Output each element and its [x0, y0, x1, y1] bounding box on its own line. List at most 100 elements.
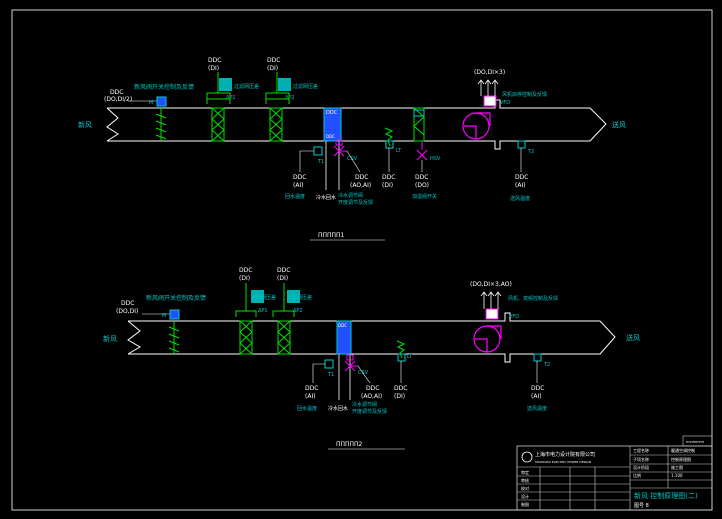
upper-low-temp-ddc: DDC: [382, 174, 395, 181]
upper-t1-note: 回水温度: [285, 193, 305, 200]
lower-fan-arrows: [480, 291, 502, 309]
lower-damper-blades: [168, 321, 180, 354]
upper-inlet-break: [106, 107, 119, 142]
lower-damper-ddc: DDC: [121, 300, 134, 307]
upper-humidifier-box: [413, 109, 425, 117]
upper-filter2-ddc-io: (DI): [267, 65, 278, 72]
lower-t1-leader: [312, 363, 325, 383]
upper-filter2-ddc: DDC: [267, 57, 280, 64]
upper-valve2-tag: HSV: [430, 156, 441, 162]
upper-pump-note: 冷水回水: [316, 194, 336, 201]
lower-t1-note: 回水温度: [297, 405, 317, 412]
lower-filter1-ddc: DDC: [239, 267, 252, 274]
lower-supply-tag: T2: [543, 362, 550, 368]
title-row-left-4: 制图: [521, 501, 529, 507]
upper-t1-leader: [299, 150, 314, 172]
title-row-right-0: 暖通空调控制: [671, 447, 695, 453]
upper-valve2-note: 加湿阀开关: [412, 193, 437, 200]
lower-t1-sensor: [324, 359, 334, 369]
upper-valve1-sub: 开度调节及反馈: [338, 199, 373, 206]
upper-humidifier-media: [413, 107, 425, 142]
lower-fan-blade: [475, 325, 502, 352]
lower-filter2-tag: ΔP2: [293, 308, 303, 314]
upper-filter1-media: [211, 107, 225, 142]
upper-valve1-ddc-io: (AO,AI): [350, 182, 371, 189]
title-block-tab: [682, 435, 713, 447]
lower-low-temp-ddc-io: (DI): [394, 393, 405, 400]
lower-filter2-ddc-io: (DI): [277, 275, 288, 282]
upper-filter1-note-box: [219, 78, 232, 91]
upper-filter1-tag: ΔP1: [226, 95, 236, 101]
lower-t1-ddc: DDC: [305, 385, 318, 392]
upper-diagram: 新风 送风 DDC (DO,DI/2) 新风阀开关控制及反馈 M DDC (DI…: [78, 57, 626, 241]
lower-supply-sensor: [533, 353, 542, 362]
upper-inlet-label: 新风: [78, 120, 92, 129]
upper-valve1-leader: [346, 150, 361, 173]
upper-outlet-label: 送风: [612, 120, 626, 129]
upper-fan-note: 风机启停控制及反馈: [502, 91, 547, 98]
title-row-left-1: 审核: [521, 477, 529, 483]
upper-supply-ddc-io: (AI): [515, 182, 526, 189]
upper-t1-ddc-io: (AI): [293, 182, 304, 189]
lower-valve1-actuator: [346, 354, 354, 361]
upper-damper-ddc-io: (DO,DI/2): [104, 96, 132, 103]
lower-fan-tag: VFD: [509, 314, 519, 320]
drawing-title: 新风 控制原理图(二): [634, 491, 698, 500]
upper-filter2-tag: ΔP2: [285, 95, 295, 101]
upper-supply-tag: T2: [527, 149, 534, 155]
upper-t1-sensor: [313, 146, 323, 156]
title-row-left-3: 设计: [521, 493, 529, 499]
lower-filter2-ddc: DDC: [277, 267, 290, 274]
upper-cw-pipes: [325, 141, 340, 190]
lower-damper-actuator: [169, 309, 180, 320]
upper-low-temp-box: [385, 140, 394, 149]
upper-fan-tag: VFD: [500, 100, 510, 106]
title-row-left-2: 校对: [521, 485, 529, 491]
lower-vfd-box: [485, 308, 499, 320]
upper-coil-label: DDC: [326, 110, 338, 116]
company-name-en: SHANGHAI ELECTRIC POWER DESIGN: [535, 460, 591, 464]
lower-low-temp-box: [397, 353, 406, 362]
upper-valve1-actuator: [335, 139, 343, 146]
lower-fan-ddc: (DO,DI×3,AO): [470, 281, 512, 288]
lower-filter2-sensor: [272, 283, 295, 317]
lower-filter1-ddc-io: (DI): [239, 275, 250, 282]
upper-low-temp-tag: LT: [396, 148, 402, 154]
upper-damper-ddc: DDC: [110, 89, 123, 96]
upper-t1-tag: T1: [317, 159, 324, 165]
lower-valve1-note: 冷水调节阀: [352, 401, 377, 408]
upper-filter1-note: 过滤网压差: [234, 83, 259, 90]
title-row-mid-2: 设计阶段: [633, 464, 649, 470]
upper-caption: ΠΠΠΠΠ1: [318, 232, 345, 239]
lower-valve1-sub: 开度调节及反馈: [352, 408, 387, 415]
lower-valve1-ddc: DDC: [366, 385, 379, 392]
upper-cooling-coil: [323, 107, 342, 142]
lower-diagram: 新风 送风 DDC (DO,DI) 新风阀开关控制及反馈 M DDC (DI) …: [103, 267, 640, 450]
lower-damper-tag: M: [162, 313, 166, 319]
lower-filter1-media: [239, 320, 253, 355]
upper-valve2-ddc-io: (DO): [415, 182, 429, 189]
title-row-right-3: 1:100: [671, 473, 683, 478]
lower-inlet-break: [127, 320, 141, 355]
title-row-mid-3: 比例: [633, 472, 641, 478]
lower-valve1: [344, 360, 358, 372]
lower-damper-note: 新风阀开关控制及反馈: [146, 294, 206, 302]
upper-damper-actuator: [156, 96, 167, 107]
upper-supply-note: 送风温度: [510, 195, 530, 202]
lower-filter1-tag: ΔP1: [258, 308, 268, 314]
lower-supply-ddc: DDC: [531, 385, 544, 392]
drawing-number: 图号 8: [634, 503, 649, 509]
lower-inlet-label: 新风: [103, 334, 117, 343]
upper-damper-blade-lines: [155, 113, 167, 140]
upper-valve1-note: 冷水调节阀: [338, 192, 363, 199]
upper-filter2-sensor: [265, 72, 290, 104]
title-row-right-1: 控制原理图: [671, 456, 691, 462]
lower-caption: ΠΠΠΠΠ2: [336, 441, 363, 448]
upper-filter1-ddc-io: (DI): [208, 65, 219, 72]
lower-pump-note: 冷水回水: [328, 405, 348, 412]
sheet-border: [11, 9, 713, 511]
lower-filter1-sensor: [235, 283, 257, 317]
lower-filter2-media: [277, 320, 291, 355]
lower-damper-ddc-io: (DO,DI): [116, 308, 138, 315]
upper-valve1-ddc: DDC: [355, 174, 368, 181]
